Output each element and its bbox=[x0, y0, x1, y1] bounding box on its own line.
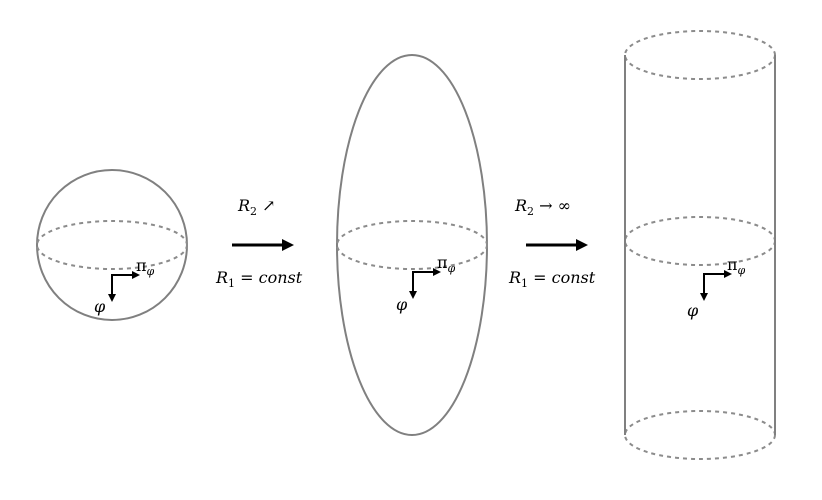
transition-1-condition: R2 ↗ bbox=[237, 196, 276, 218]
ellipsoid-outline bbox=[336, 54, 488, 436]
pi-phi-label: πφ bbox=[437, 253, 456, 275]
ellipsoid-equator bbox=[336, 220, 488, 270]
right-arrow-icon bbox=[576, 239, 588, 251]
down-arrow-icon bbox=[700, 293, 708, 301]
sphere-coordinate-frame: πφ φ bbox=[94, 256, 155, 316]
ellipsoid-coordinate-frame: πφ φ bbox=[396, 253, 456, 314]
right-arrow-icon bbox=[282, 239, 294, 251]
transition-2-constraint: R1 = const bbox=[508, 268, 596, 290]
phi-label: φ bbox=[396, 295, 408, 314]
phi-label: φ bbox=[94, 297, 106, 316]
transition-1: R2 ↗ R1 = const bbox=[215, 196, 303, 290]
cylinder-middle-rim bbox=[624, 216, 776, 266]
transition-1-constraint: R1 = const bbox=[215, 268, 303, 290]
pi-phi-label: πφ bbox=[136, 256, 155, 278]
pi-phi-label: πφ bbox=[727, 255, 746, 277]
sphere-equator bbox=[36, 220, 188, 270]
right-arrow-icon bbox=[724, 270, 732, 278]
right-arrow-icon bbox=[132, 271, 140, 279]
cylinder-bottom-rim bbox=[624, 410, 776, 460]
transition-2: R2 → ∞ R1 = const bbox=[508, 196, 596, 290]
phi-label: φ bbox=[687, 301, 699, 320]
cylinder-figure: πφ φ bbox=[624, 30, 776, 460]
cylinder-top-rim bbox=[624, 30, 776, 80]
right-arrow-icon bbox=[433, 268, 441, 276]
sphere-figure: πφ φ bbox=[36, 169, 188, 321]
transition-2-condition: R2 → ∞ bbox=[514, 196, 571, 218]
cylinder-coordinate-frame: πφ φ bbox=[687, 255, 746, 320]
ellipsoid-figure: πφ φ bbox=[336, 54, 488, 436]
down-arrow-icon bbox=[409, 291, 417, 299]
down-arrow-icon bbox=[108, 294, 116, 302]
